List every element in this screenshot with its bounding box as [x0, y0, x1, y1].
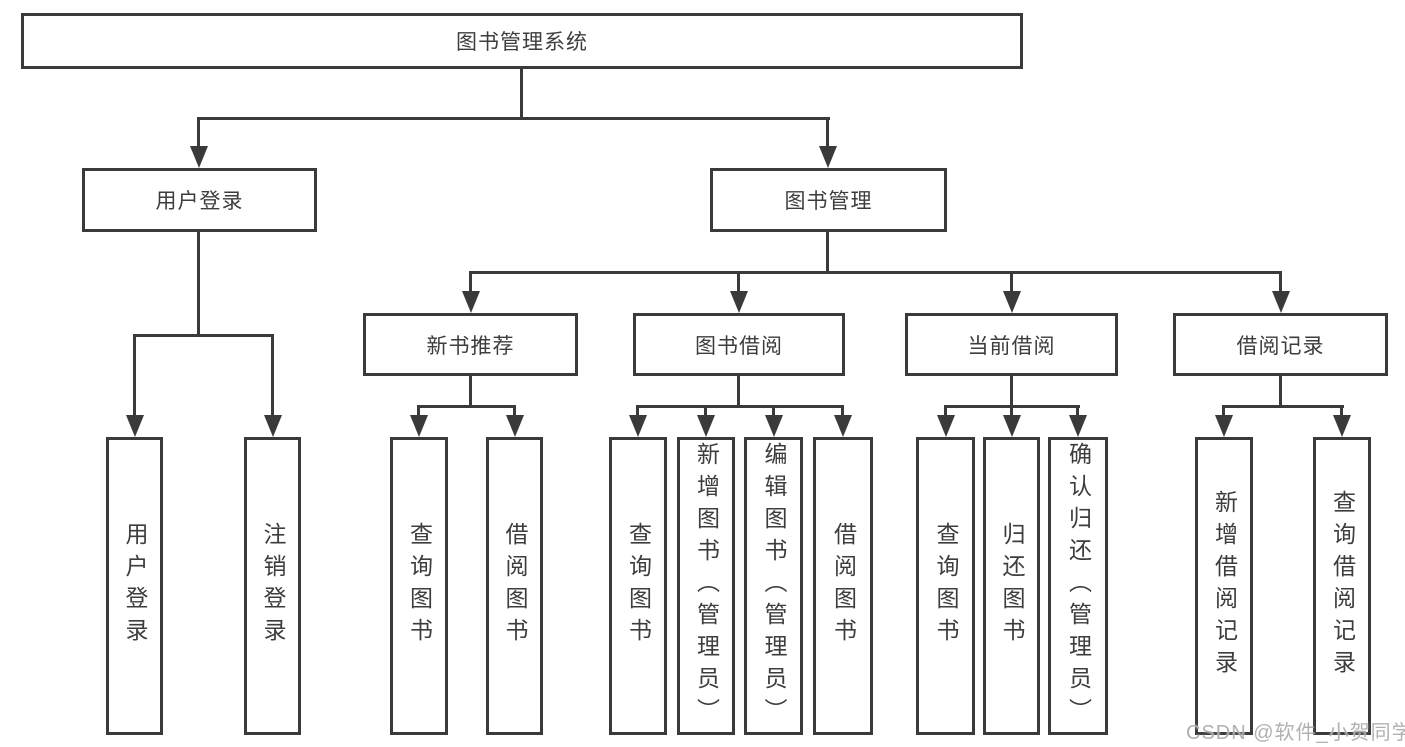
leaf-query-books-2: 查询图书: [609, 437, 667, 735]
connector-book-management-stem: [826, 231, 829, 274]
leaf-query-books-3-label: 查询图书: [933, 522, 959, 650]
connector-arrow-stem-query-books-1: [417, 405, 420, 417]
leaf-query-books-1: 查询图书: [390, 437, 448, 735]
leaf-user-login-label: 用户登录: [122, 522, 148, 650]
arrowhead-add-borrow-record: [1215, 415, 1233, 437]
connector-book-management-distribution: [469, 271, 1282, 274]
connector-arrow-stem-book-management: [826, 117, 829, 148]
node-book-borrow: 图书借阅: [633, 313, 845, 376]
connector-arrow-stem-query-books-3: [944, 405, 947, 417]
leaf-add-borrow-record: 新增借阅记录: [1195, 437, 1253, 735]
node-book-management: 图书管理: [710, 168, 947, 232]
connector-borrow-records-distribution: [1222, 405, 1344, 408]
connector-arrow-stem-borrow-records: [1279, 271, 1282, 293]
arrowhead-query-borrow-record: [1333, 415, 1351, 437]
leaf-query-books-3: 查询图书: [916, 437, 975, 735]
arrowhead-edit-books-admin: [765, 415, 783, 437]
arrowhead-user-login: [190, 146, 208, 168]
connector-arrow-stem-add-books-admin: [704, 405, 707, 417]
node-current-borrow: 当前借阅: [905, 313, 1118, 376]
arrowhead-query-books-2: [629, 415, 647, 437]
node-user-login: 用户登录: [82, 168, 317, 232]
connector-new-book-recommend-distribution: [417, 405, 516, 408]
connector-current-borrow-stem: [1010, 376, 1013, 408]
arrowhead-return-books: [1003, 415, 1021, 437]
arrowhead-current-borrow: [1003, 291, 1021, 313]
connector-root-distribution: [198, 117, 830, 120]
connector-arrow-stem-borrow-books-1: [513, 405, 516, 417]
connector-arrow-stem-current-borrow: [1010, 271, 1013, 293]
connector-root-stem: [520, 69, 523, 120]
leaf-add-books-admin-label: 新增图书（管理员）: [693, 442, 720, 730]
leaf-query-books-2-label: 查询图书: [625, 522, 652, 650]
leaf-add-books-admin: 新增图书（管理员）: [677, 437, 735, 735]
arrowhead-query-books-3: [937, 415, 955, 437]
connector-arrow-stem-return-books: [1010, 405, 1013, 417]
arrowhead-add-books-admin: [697, 415, 715, 437]
connector-arrow-stem-book-borrow: [737, 271, 740, 293]
node-borrow-records: 借阅记录: [1173, 313, 1388, 376]
arrowhead-leaf-logout: [264, 415, 282, 437]
watermark: CSDN @软件_小贺同学: [1186, 722, 1405, 744]
connector-arrow-stem-query-borrow-record: [1340, 405, 1343, 417]
arrowhead-book-borrow: [730, 291, 748, 313]
connector-arrow-stem-new-book-recommend: [469, 271, 472, 293]
node-root: 图书管理系统: [21, 13, 1023, 69]
leaf-add-borrow-record-label: 新增借阅记录: [1211, 490, 1238, 682]
leaf-borrow-books-1: 借阅图书: [486, 437, 543, 735]
arrowhead-confirm-return: [1069, 415, 1087, 437]
leaf-edit-books-admin: 编辑图书（管理员）: [744, 437, 803, 735]
arrowhead-book-management: [819, 146, 837, 168]
arrowhead-borrow-books-2: [834, 415, 852, 437]
node-new-book-recommend: 新书推荐: [363, 313, 578, 376]
connector-arrow-stem-confirm-return: [1076, 405, 1079, 417]
arrowhead-leaf-user-login: [126, 415, 144, 437]
connector-book-borrow-stem: [737, 376, 740, 408]
leaf-user-login: 用户登录: [106, 437, 163, 735]
leaf-borrow-books-2-label: 借阅图书: [830, 522, 857, 650]
connector-arrow-stem-leaf-user-login: [133, 334, 136, 417]
arrowhead-new-book-recommend: [462, 291, 480, 313]
connector-new-book-recommend-stem: [469, 376, 472, 408]
connector-arrow-stem-query-books-2: [636, 405, 639, 417]
arrowhead-borrow-records: [1272, 291, 1290, 313]
leaf-borrow-books-2: 借阅图书: [813, 437, 873, 735]
connector-arrow-stem-add-borrow-record: [1222, 405, 1225, 417]
connector-user-login-distribution: [133, 334, 274, 337]
connector-user-login-stem: [197, 232, 200, 337]
arrowhead-borrow-books-1: [506, 415, 524, 437]
arrowhead-query-books-1: [410, 415, 428, 437]
leaf-logout-label: 注销登录: [260, 522, 286, 650]
leaf-edit-books-admin-label: 编辑图书（管理员）: [761, 442, 787, 730]
connector-borrow-records-stem: [1279, 376, 1282, 408]
leaf-confirm-return-admin-label: 确认归还（管理员）: [1065, 442, 1092, 730]
connector-book-borrow-distribution: [636, 405, 844, 408]
leaf-query-books-1-label: 查询图书: [406, 522, 433, 650]
leaf-query-borrow-record-label: 查询借阅记录: [1329, 490, 1356, 682]
leaf-return-books-label: 归还图书: [999, 522, 1025, 650]
leaf-borrow-books-1-label: 借阅图书: [502, 522, 528, 650]
connector-arrow-stem-leaf-logout: [271, 334, 274, 417]
leaf-return-books: 归还图书: [983, 437, 1040, 735]
connector-arrow-stem-borrow-books-2: [841, 405, 844, 417]
connector-arrow-stem-edit-books-admin: [772, 405, 775, 417]
connector-arrow-stem-user-login: [197, 117, 200, 148]
leaf-query-borrow-record: 查询借阅记录: [1313, 437, 1371, 735]
leaf-confirm-return-admin: 确认归还（管理员）: [1048, 437, 1108, 735]
leaf-logout: 注销登录: [244, 437, 301, 735]
